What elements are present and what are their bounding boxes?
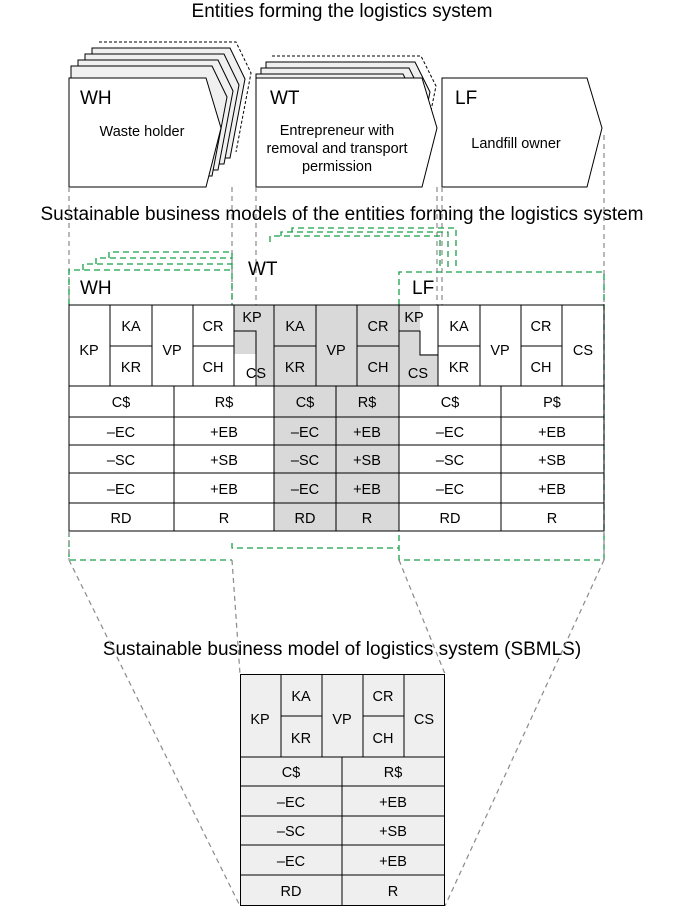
wt-kr: KR xyxy=(285,360,305,376)
entities-title: Entities forming the logistics system xyxy=(192,1,493,22)
sbmls-cs: CS xyxy=(414,712,434,728)
entity-lf-shape xyxy=(441,77,603,188)
sbmls-ch: CH xyxy=(373,731,394,747)
funnel-connectors xyxy=(68,531,605,906)
lf-revenue: P$ xyxy=(543,395,561,411)
entity-wt-code: WT xyxy=(270,88,300,109)
wh-ec2: –EC xyxy=(107,482,135,498)
wt-ka: KA xyxy=(285,319,305,335)
sbmls-kr: KR xyxy=(291,731,311,747)
wh-kr: KR xyxy=(121,360,141,376)
lf-vp: VP xyxy=(490,343,509,359)
sbmls-rd: RD xyxy=(281,884,302,900)
wt-cs: CS xyxy=(408,366,428,382)
wh-revenue: R$ xyxy=(215,395,234,411)
wt-r: R xyxy=(362,511,372,527)
entity-lf: LF Landfill owner xyxy=(441,77,603,188)
wt-vp: VP xyxy=(326,343,345,359)
wh-ec: –EC xyxy=(107,425,135,441)
sbmls-cr: CR xyxy=(373,689,394,705)
entity-lf-code: LF xyxy=(455,88,477,109)
wt-ec: –EC xyxy=(291,425,319,441)
group-frames: WH WT LF xyxy=(68,227,605,561)
wh-ka: KA xyxy=(121,319,141,335)
group-wh-label: WH xyxy=(80,278,112,299)
sbmls-sb: +SB xyxy=(379,824,407,840)
entity-wh-stack: WH Waste holder xyxy=(68,41,252,188)
lf-kr: KR xyxy=(449,360,469,376)
wh-rd: RD xyxy=(111,511,132,527)
sbmls-canvas: KP KA KR VP CR CH CS C$ R$ –EC +EB –SC +… xyxy=(240,674,445,906)
wh-vp: VP xyxy=(162,343,181,359)
entity-wh-shape xyxy=(68,77,222,188)
lf-eb: +EB xyxy=(538,425,566,441)
wh-sc: –SC xyxy=(107,453,135,469)
entity-wt-desc-1: Entrepreneur with xyxy=(280,123,394,139)
lf-cost: C$ xyxy=(441,395,460,411)
wt-eb: +EB xyxy=(353,425,381,441)
sbmls-kp: KP xyxy=(250,712,269,728)
lf-ec: –EC xyxy=(436,425,464,441)
entity-wt-desc-2: removal and transport xyxy=(266,141,407,157)
group-lf-label: LF xyxy=(412,278,434,299)
models-title: Sustainable business models of the entit… xyxy=(40,204,643,225)
sbmls-ec2: –EC xyxy=(277,854,305,870)
combined-canvas: KP KA KR VP CR CH KP CS KA KR VP CR CH K… xyxy=(68,304,605,532)
sbmls-r: R xyxy=(388,884,398,900)
lf-rd: RD xyxy=(440,511,461,527)
lf-cs: CS xyxy=(573,343,593,359)
wt-sb: +SB xyxy=(353,453,381,469)
wh-eb: +EB xyxy=(210,425,238,441)
sbmls-ka: KA xyxy=(291,689,311,705)
lf-kp: KP xyxy=(404,310,423,326)
lf-sb: +SB xyxy=(538,453,566,469)
lf-eb2: +EB xyxy=(538,482,566,498)
sbmls-sc: –SC xyxy=(277,824,305,840)
wh-kp: KP xyxy=(79,343,98,359)
entity-connectors xyxy=(68,135,605,305)
sbmls-eb2: +EB xyxy=(379,854,407,870)
lf-r: R xyxy=(547,511,557,527)
wh-eb2: +EB xyxy=(210,482,238,498)
lf-ec2: –EC xyxy=(436,482,464,498)
wt-ec2: –EC xyxy=(291,482,319,498)
lf-ka: KA xyxy=(449,319,469,335)
wt-ch: CH xyxy=(368,360,389,376)
sbmls-eb: +EB xyxy=(379,795,407,811)
sbmls-ec: –EC xyxy=(277,795,305,811)
wt-cr: CR xyxy=(368,319,389,335)
entity-wh-desc: Waste holder xyxy=(100,124,185,140)
wh-r: R xyxy=(219,511,229,527)
sbmls-revenue: R$ xyxy=(384,765,403,781)
wh-ch: CH xyxy=(203,360,224,376)
wt-sc: –SC xyxy=(291,453,319,469)
entity-wt-stack: WT Entrepreneur with removal and transpo… xyxy=(255,55,438,188)
sbmls-vp: VP xyxy=(332,712,351,728)
wh-cs: CS xyxy=(246,366,266,382)
wt-kp: KP xyxy=(242,310,261,326)
wh-sb: +SB xyxy=(210,453,238,469)
wt-cost: C$ xyxy=(296,395,315,411)
group-wt-label: WT xyxy=(248,259,278,280)
wt-eb2: +EB xyxy=(353,482,381,498)
wh-cr: CR xyxy=(203,319,224,335)
wh-cost: C$ xyxy=(112,395,131,411)
wt-rd: RD xyxy=(295,511,316,527)
entity-wt-shape xyxy=(255,77,438,188)
entity-wh-code: WH xyxy=(80,88,112,109)
lf-cr: CR xyxy=(531,319,552,335)
sbmls-cost: C$ xyxy=(282,765,301,781)
wt-revenue: R$ xyxy=(358,395,377,411)
sbmls-title: Sustainable business model of logistics … xyxy=(103,639,581,660)
lf-sc: –SC xyxy=(436,453,464,469)
entity-wt-desc-3: permission xyxy=(302,159,372,175)
lf-ch: CH xyxy=(531,360,552,376)
entity-lf-desc: Landfill owner xyxy=(471,136,561,152)
